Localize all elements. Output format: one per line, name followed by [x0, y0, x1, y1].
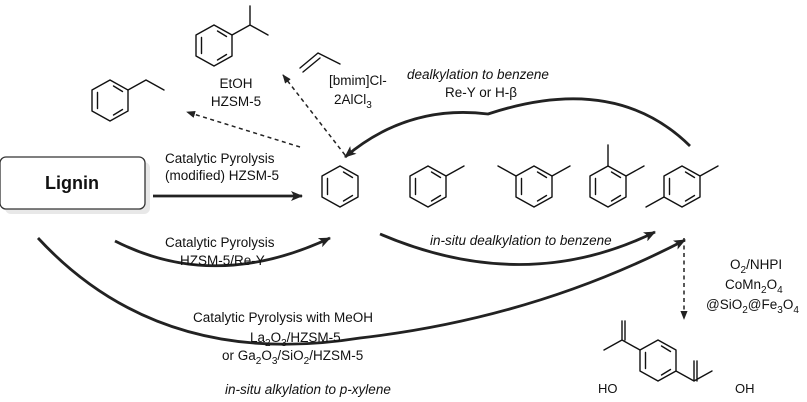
dealkylation-title: dealkylation to benzene — [407, 67, 549, 82]
alkylation-label: in-situ alkylation to p-xylene — [225, 382, 391, 397]
benzene-structure — [321, 165, 359, 208]
arrow-dealkylation — [344, 97, 691, 159]
toluene-structure — [409, 165, 465, 208]
bmim-label-1: [bmim]Cl- — [329, 73, 387, 88]
arrow-benzene-to-ethylbenzene — [186, 110, 301, 148]
arrow-pyrolysis-rey — [114, 236, 331, 268]
hzsm5-label: HZSM-5 — [211, 94, 261, 109]
propene-structure — [299, 52, 341, 73]
ga-catalyst-label: or Ga2O3/SiO2/HZSM-5 — [222, 348, 363, 367]
lignin-label: Lignin — [45, 173, 99, 193]
oxidation-label-1: O2/NHPI — [730, 257, 782, 276]
p-xylene-structure — [645, 165, 719, 208]
la-catalyst-label: La2O3/HZSM-5 — [250, 330, 341, 349]
pyrolysis-label-2: (modified) HZSM-5 — [165, 168, 279, 183]
ethylbenzene-structure — [91, 79, 165, 122]
oh-label: OH — [735, 381, 755, 396]
lignin-box — [0, 156, 146, 210]
pyrolysis-label-4: HZSM-5/Re-Y — [180, 253, 265, 268]
etoh-label: EtOH — [219, 76, 252, 91]
cumene-structure — [195, 5, 269, 67]
terephthalic-acid-structure — [603, 320, 713, 382]
m-xylene-structure — [497, 165, 571, 208]
o-xylene-structure — [589, 144, 645, 208]
arrow-meoh-alkylation — [36, 237, 686, 346]
oxidation-label-3: @SiO2@Fe3O4 — [706, 297, 799, 316]
pyrolysis-label-3: Catalytic Pyrolysis — [165, 235, 275, 250]
insitu-dealkylation-label: in-situ dealkylation to benzene — [430, 233, 612, 248]
rey-hbeta-label: Re-Y or H-β — [445, 85, 517, 100]
oxidation-label-2: CoMn2O4 — [725, 277, 783, 296]
meoh-label-1: Catalytic Pyrolysis with MeOH — [193, 310, 373, 325]
pyrolysis-label-1: Catalytic Pyrolysis — [165, 151, 275, 166]
ho-label: HO — [598, 381, 618, 396]
arrow-insitu-dealkylation — [379, 230, 656, 266]
bmim-label-2: 2AlCl3 — [334, 92, 372, 111]
arrow-benzene-to-cumene — [282, 74, 346, 156]
